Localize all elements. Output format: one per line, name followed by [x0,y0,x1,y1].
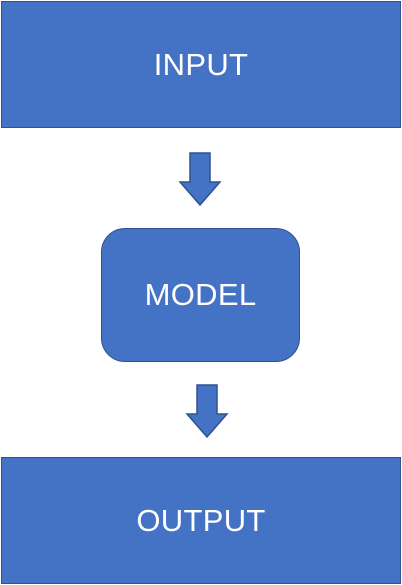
model-block: MODEL [101,228,300,362]
model-label: MODEL [144,277,257,312]
input-label: INPUT [153,46,249,82]
output-label: OUTPUT [136,502,266,538]
down-arrow-icon [185,384,229,439]
down-arrow-icon [178,152,222,207]
input-block: INPUT [1,1,401,128]
output-block: OUTPUT [1,457,401,584]
